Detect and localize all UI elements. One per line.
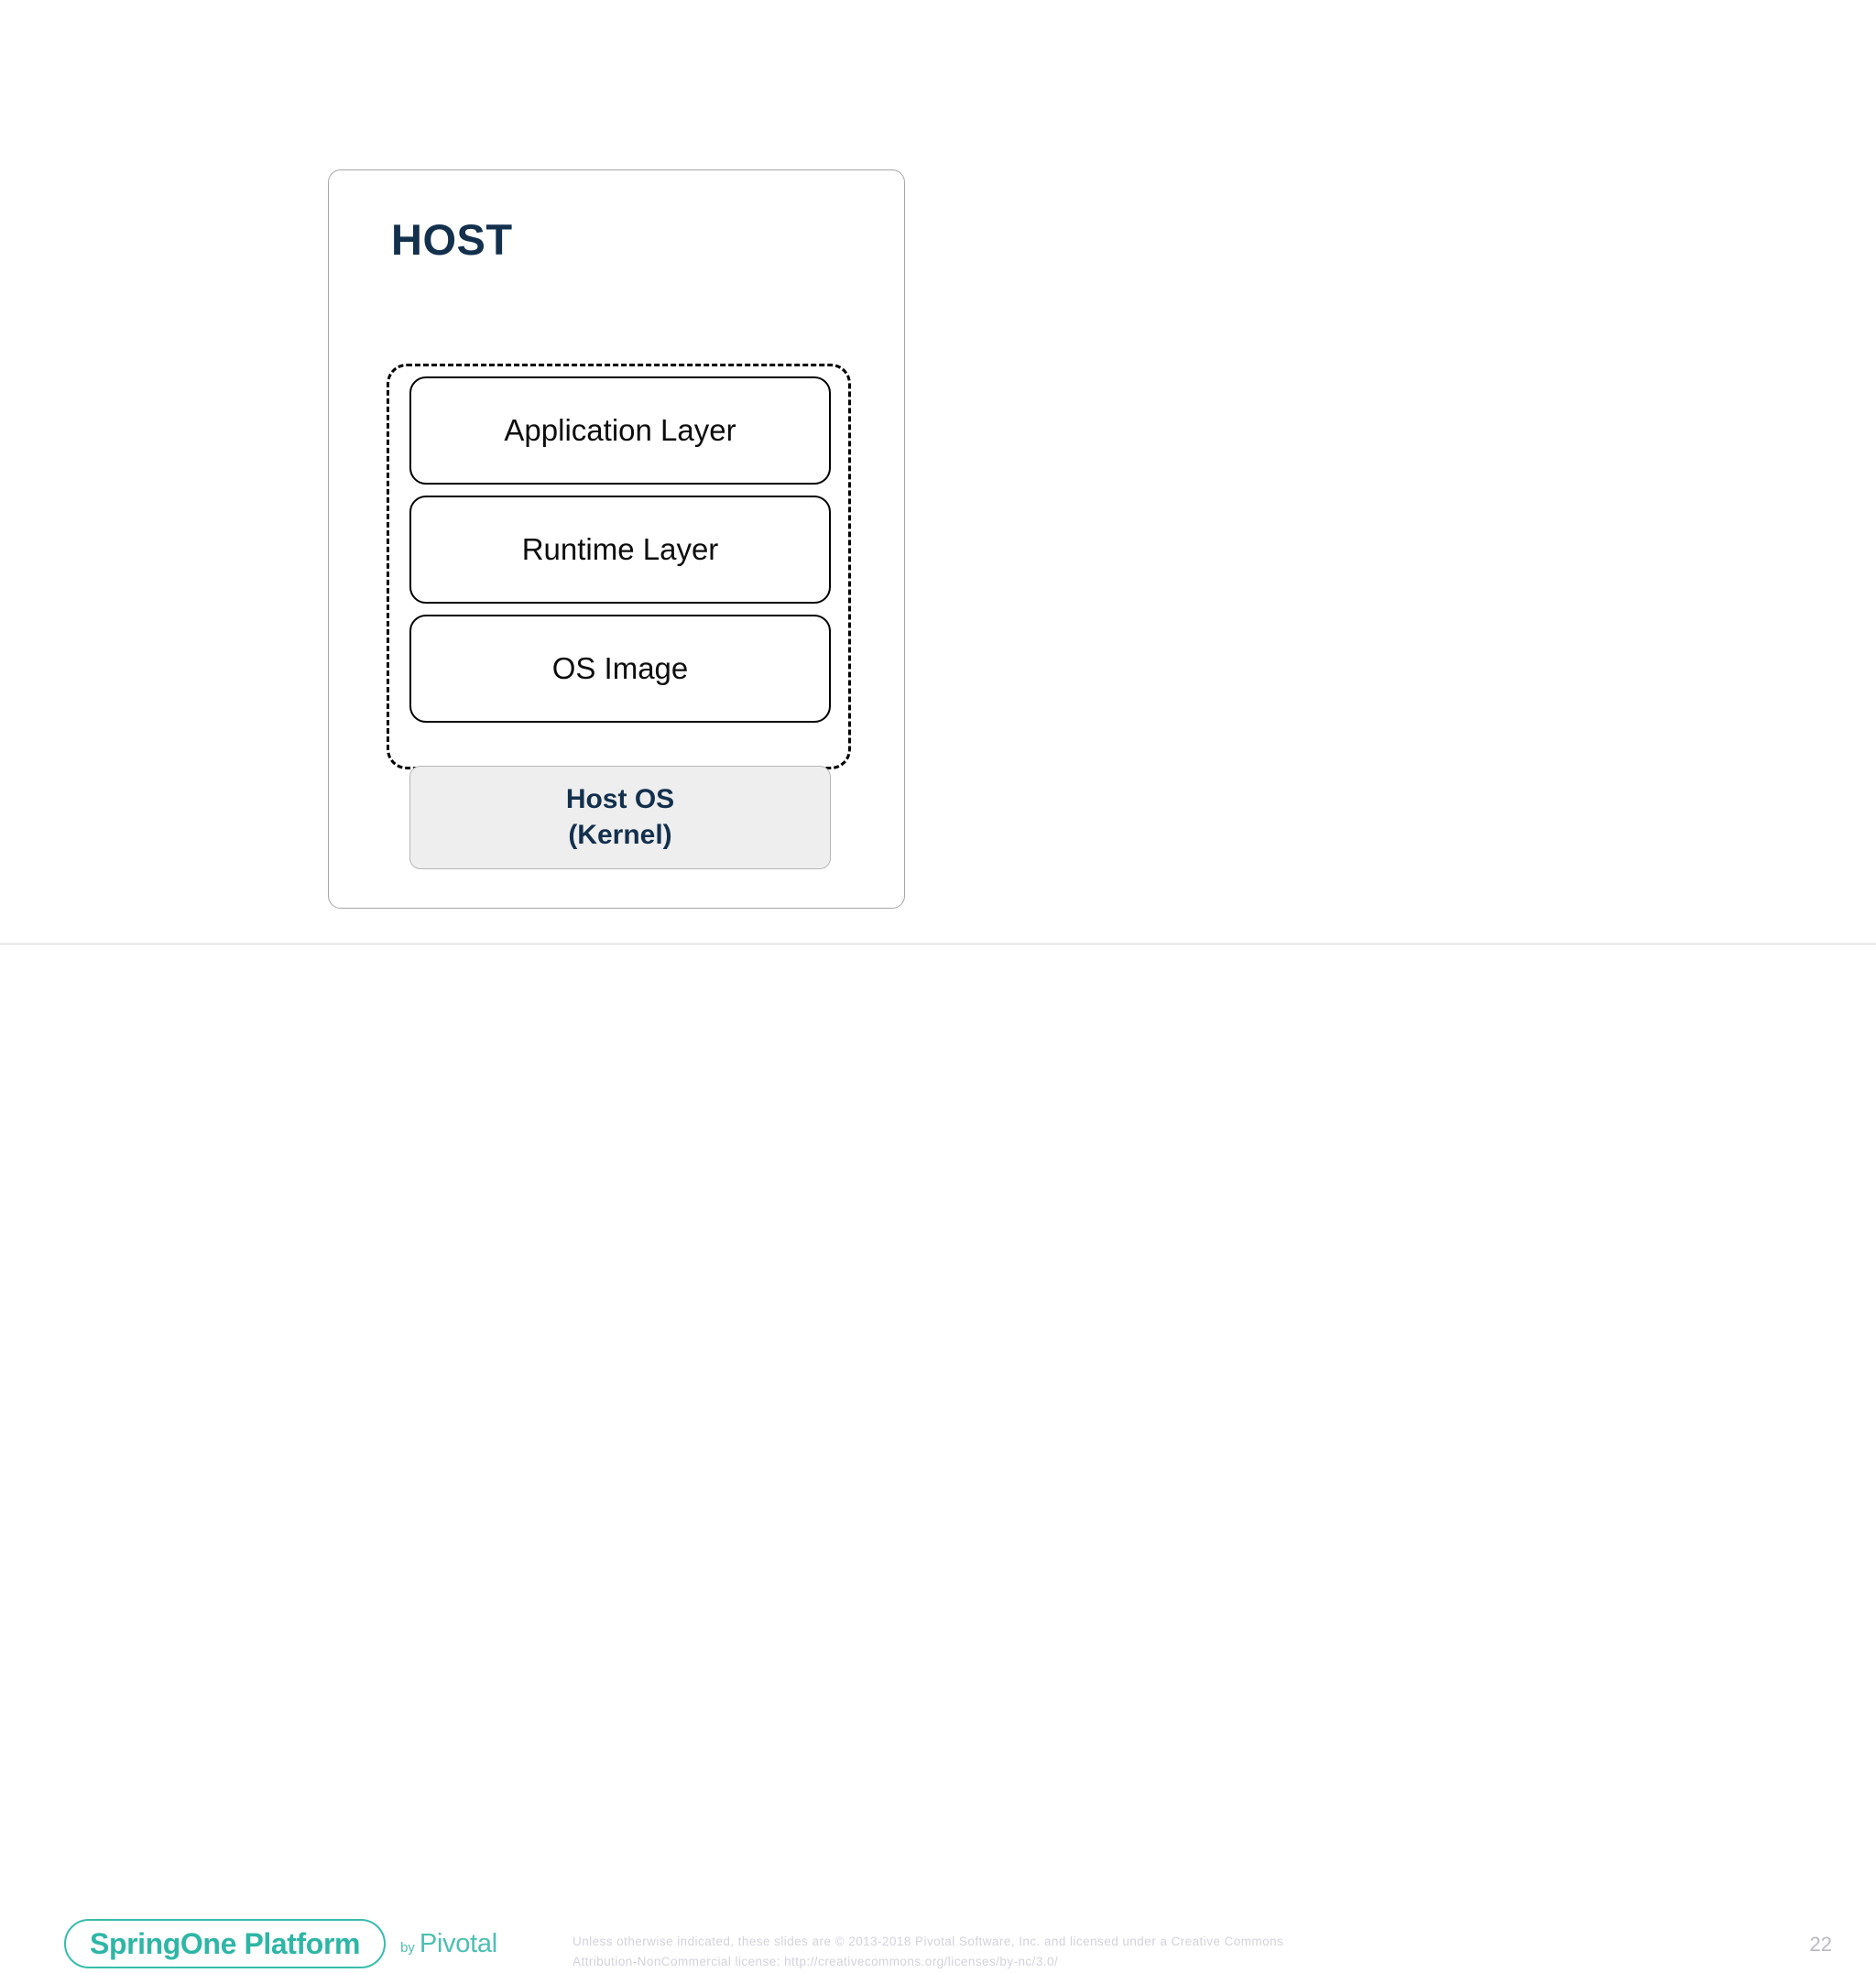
springone-platform-logo: SpringOne Platform by Pivotal (64, 1919, 497, 1968)
footer-divider (0, 943, 1876, 945)
logo-pivotal-text: Pivotal (419, 1928, 497, 1958)
os-image-layer-box: OS Image (409, 615, 831, 723)
host-os-label-line1: Host OS (565, 784, 675, 815)
host-title: HOST (391, 215, 513, 264)
page-number: 22 (1809, 1933, 1832, 1956)
application-layer-label: Application Layer (504, 412, 736, 447)
host-os-kernel-box: Host OS (Kernel) (409, 766, 831, 869)
host-container: HOST Application Layer Runtime Layer OS … (328, 169, 905, 909)
host-os-label-line2: (Kernel) (568, 819, 672, 850)
logo-pill-outline: SpringOne Platform (64, 1919, 387, 1968)
pivotal-attribution: by Pivotal (400, 1928, 497, 1958)
slide-footer: SpringOne Platform by Pivotal Unless oth… (0, 945, 1876, 1968)
os-image-layer-label: OS Image (551, 650, 689, 685)
logo-brand-text: SpringOne Platform (90, 1927, 361, 1960)
runtime-layer-label: Runtime Layer (521, 531, 719, 566)
copyright-line-2: Attribution-NonCommercial license: http:… (573, 1955, 1059, 1969)
slide-canvas: HOST Application Layer Runtime Layer OS … (0, 169, 1876, 1969)
copyright-line-1: Unless otherwise indicated, these slides… (573, 1935, 1284, 1948)
runtime-layer-box: Runtime Layer (409, 496, 831, 604)
copyright-notice: Unless otherwise indicated, these slides… (573, 1932, 1415, 1973)
logo-by-text: by (400, 1939, 415, 1956)
application-layer-box: Application Layer (409, 376, 831, 485)
